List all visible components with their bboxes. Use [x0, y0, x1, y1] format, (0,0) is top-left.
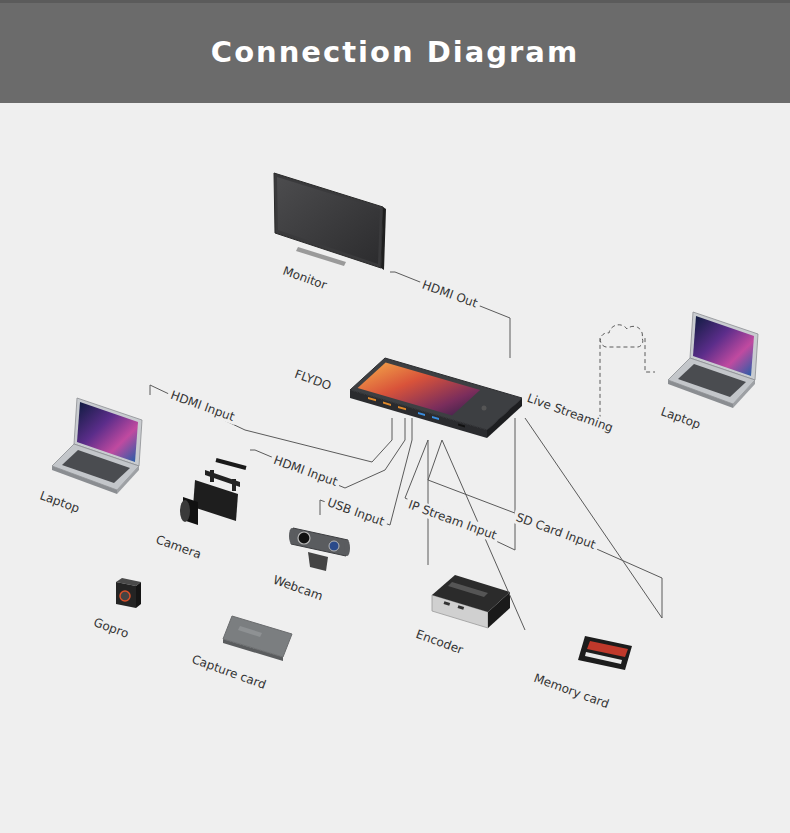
connector-line: [150, 385, 392, 462]
device-label: Laptop: [658, 404, 702, 431]
hdmi-port: [368, 397, 376, 401]
connector-line: [390, 272, 510, 358]
sd-slot: [458, 424, 465, 428]
webcam-stand: [308, 552, 328, 571]
device-node: Encoder: [410, 565, 520, 635]
device-label: Capture card: [190, 652, 268, 692]
device-label: Memory card: [531, 671, 610, 711]
gopro-side: [136, 582, 141, 608]
encoder-port: [444, 601, 451, 606]
capture-card-body: [223, 616, 292, 657]
device-node: Laptop: [35, 395, 150, 505]
monitor-side: [381, 207, 386, 270]
device-node: Camera: [150, 450, 250, 540]
camera-handle-post: [210, 470, 214, 482]
cloud-symbol: [600, 325, 643, 347]
memory-card-stripe: [585, 652, 622, 664]
device-node: Monitor: [265, 165, 390, 290]
edge-label: SD Card Input: [511, 509, 600, 553]
camera-handle-post: [232, 479, 236, 491]
camera-mic: [216, 460, 246, 468]
webcam-lens: [298, 532, 310, 544]
usb-port: [418, 412, 425, 416]
edge-label: USB Input: [323, 494, 389, 530]
monitor-body: [274, 173, 383, 268]
camera-body: [193, 480, 238, 521]
device-label: Camera: [154, 532, 203, 561]
camera-lens-glass: [180, 500, 190, 522]
device-label: FLYDO: [293, 367, 334, 393]
device-label: Laptop: [37, 488, 81, 515]
gopro-body: [116, 582, 136, 608]
encoder-top: [432, 575, 510, 612]
tablet-button: [482, 406, 487, 411]
webcam-lens: [329, 541, 339, 551]
edge-label: IP Stream Input: [403, 497, 501, 544]
edge-label: HDMI Input: [165, 387, 238, 425]
device-node: Memory card: [525, 630, 640, 685]
laptop-illustration: [52, 398, 142, 494]
edge-label: HDMI Input: [268, 452, 341, 490]
device-node: Gopro: [88, 575, 153, 620]
title-holder: Connection Diagram: [0, 0, 790, 103]
webcam-end: [289, 528, 295, 544]
hdmi-port: [398, 406, 406, 410]
webcam-body: [291, 528, 348, 556]
edge-label: HDMI Out: [418, 277, 483, 312]
device-node: Laptop: [655, 312, 762, 430]
tablet-body: [350, 358, 522, 430]
monitor-screen: [277, 177, 380, 264]
laptop-illustration: [668, 312, 758, 408]
usb-port: [432, 416, 439, 420]
device-label: Encoder: [414, 627, 465, 657]
device-node: Capture card: [185, 610, 295, 668]
webcam-end: [344, 540, 350, 556]
encoder-port: [458, 605, 465, 610]
memory-card-body: [578, 636, 632, 670]
device-label: Gopro: [92, 615, 131, 641]
encoder-top-strip: [448, 582, 488, 597]
connector-line: [405, 418, 515, 565]
device-node: FLYDO: [345, 358, 525, 418]
tablet-screen: [358, 362, 481, 415]
capture-card-logo: [238, 626, 262, 637]
gopro-lens: [120, 591, 130, 601]
hdmi-port: [383, 402, 391, 406]
edge-label: Live Streaming: [523, 390, 618, 436]
diagram-title: Connection Diagram: [211, 32, 579, 72]
device-node: Webcam: [265, 515, 360, 585]
device-label: Webcam: [271, 573, 324, 604]
device-label: Monitor: [281, 264, 329, 293]
